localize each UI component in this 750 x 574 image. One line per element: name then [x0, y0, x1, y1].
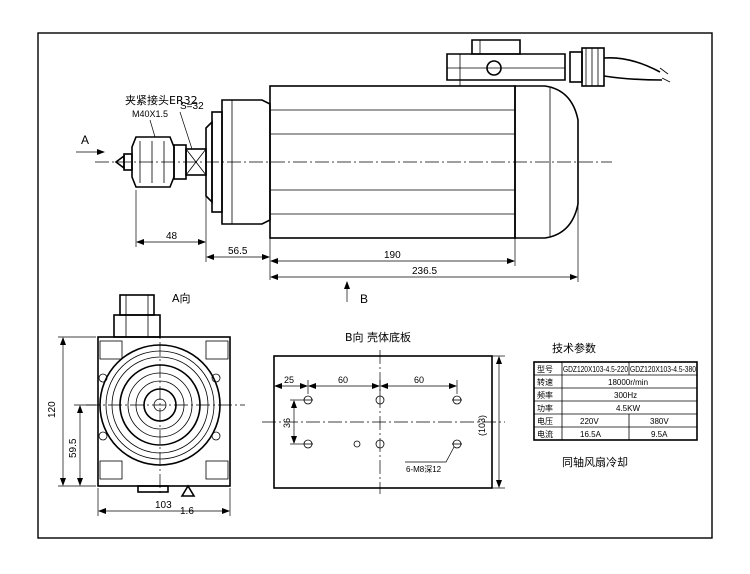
spec-key-voltage: 电压 — [537, 416, 553, 426]
spec-voltage-380: 380V — [650, 417, 669, 426]
dim-60-a: 60 — [338, 375, 348, 385]
spec-key-current: 电流 — [537, 429, 553, 439]
spec-frequency: 300Hz — [614, 391, 637, 400]
spec-key-frequency: 频率 — [537, 390, 553, 400]
spec-model-380: GDZ120X103-4.5-380 — [630, 365, 696, 374]
view-b-title: B向 壳体底板 — [345, 330, 411, 344]
dim-60-b: 60 — [414, 375, 424, 385]
dim-36: 36 — [282, 418, 292, 428]
dim-48: 48 — [166, 231, 178, 242]
dim-103: 103 — [155, 500, 172, 511]
dim-190: 190 — [384, 250, 401, 261]
side-view — [76, 39, 671, 302]
bottom-plate-view — [262, 350, 505, 494]
dim-56-5: 56.5 — [228, 246, 248, 257]
dim-25: 25 — [284, 375, 294, 385]
dim-103-ref: (103) — [477, 415, 487, 436]
spec-model-220: GDZ120X103-4.5-220 — [563, 365, 628, 374]
dim-59-5: 59.5 — [68, 438, 79, 458]
spec-power: 4.5KW — [616, 404, 640, 413]
wrench-size-label: S=32 — [180, 101, 204, 112]
view-a-arrow-label: A — [81, 133, 89, 147]
dim-1-6: 1.6 — [180, 506, 194, 517]
spec-key-model: 型号 — [537, 365, 553, 374]
holes-label: 6-M8深12 — [406, 465, 442, 474]
thread-label: M40X1.5 — [132, 109, 168, 119]
dim-236-5: 236.5 — [412, 266, 437, 277]
view-a-title: A向 — [172, 291, 191, 305]
spec-speed: 18000r/min — [608, 378, 648, 387]
front-view — [58, 294, 245, 516]
drawing-border — [37, 32, 713, 539]
spec-voltage-220: 220V — [580, 417, 599, 426]
view-b-arrow-label: B — [360, 292, 368, 306]
spec-table — [533, 361, 698, 441]
tech-spec-title: 技术参数 — [552, 341, 596, 355]
spec-current-380: 9.5A — [651, 430, 668, 439]
collet-label: 夹紧接头ER32 — [125, 94, 198, 107]
spec-current-220: 16.5A — [580, 430, 602, 439]
spec-key-power: 功率 — [537, 403, 553, 413]
spec-key-speed: 转速 — [537, 377, 553, 387]
dim-120: 120 — [47, 401, 58, 418]
cooling-note: 同轴风扇冷却 — [562, 455, 628, 469]
